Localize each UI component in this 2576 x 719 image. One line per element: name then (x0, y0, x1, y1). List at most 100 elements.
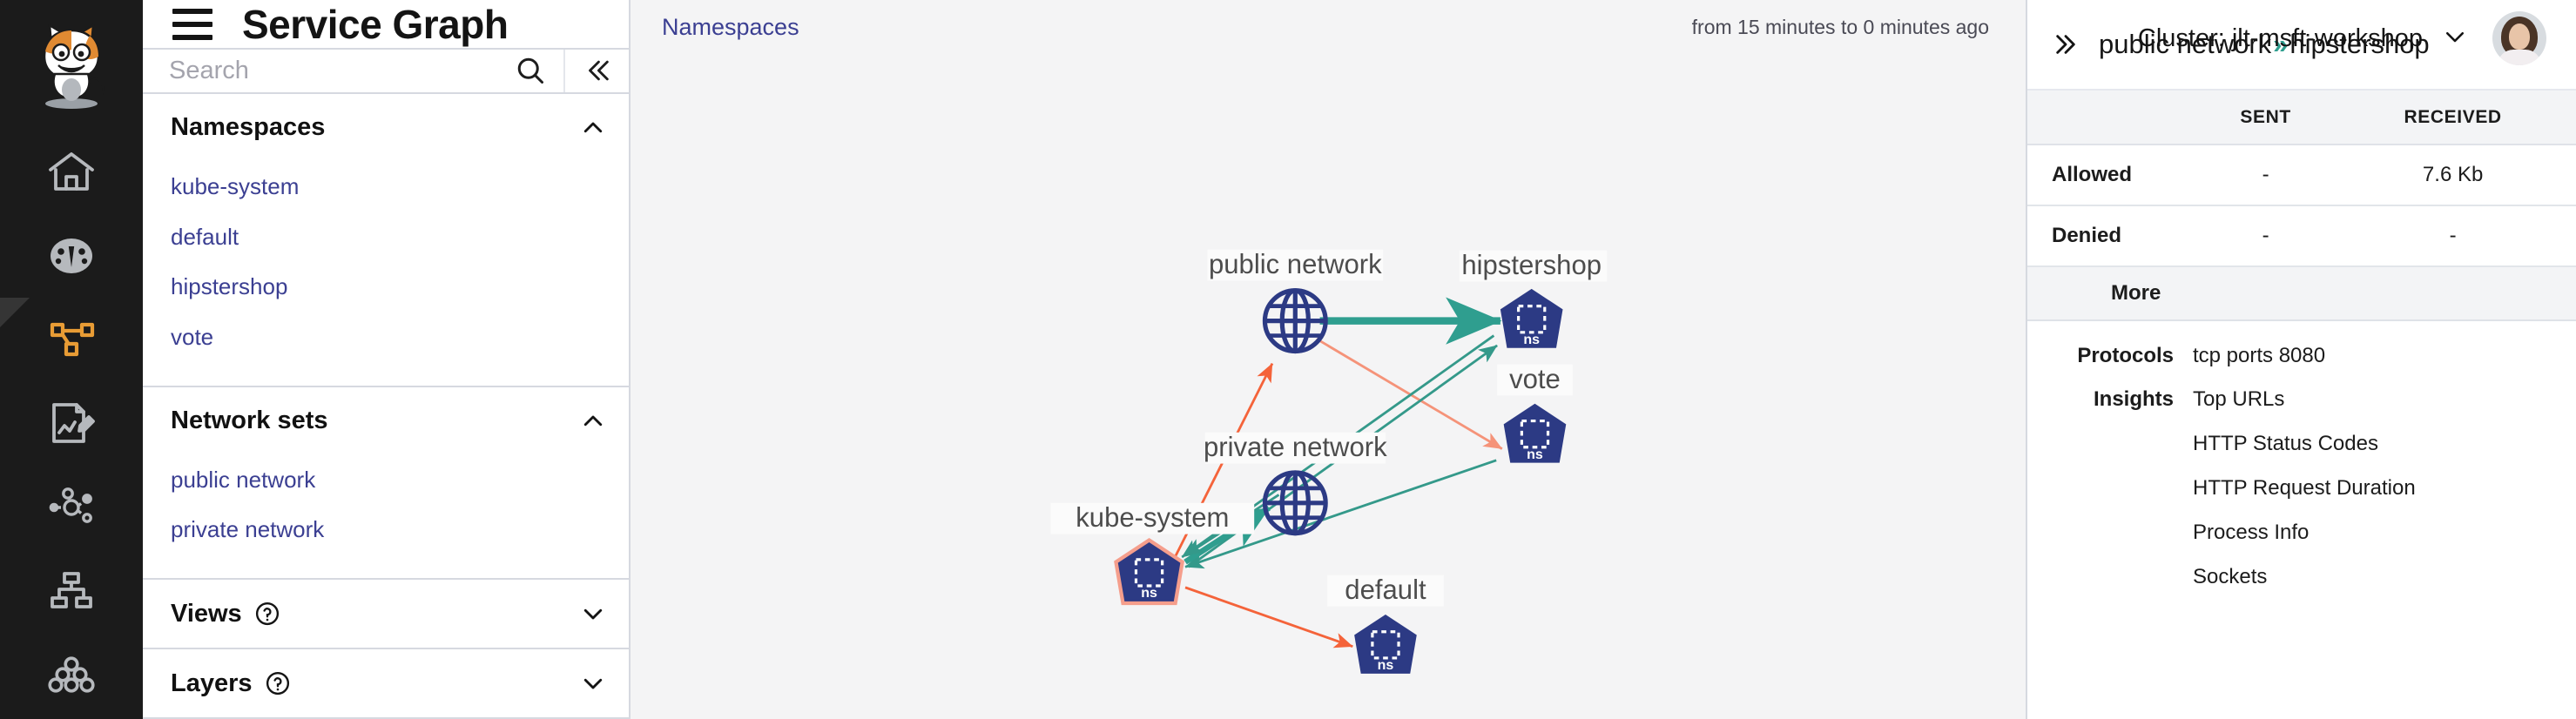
graph-node-sub-kube-system: ns (1141, 585, 1157, 601)
details-title-target: hipstershop (2289, 29, 2430, 59)
service-graph-canvas-area: Namespaces from 15 minutes to 0 minutes … (631, 0, 2026, 719)
traffic-row-allowed-sent: - (2202, 144, 2330, 206)
sidebar-section-layers: Layers (143, 649, 629, 719)
time-range-label[interactable]: from 15 minutes to 0 minutes ago (1691, 15, 1989, 38)
edge-vote-to-kube-system[interactable] (1184, 459, 1497, 569)
rail-item-home[interactable] (0, 131, 143, 214)
sidebar-item-hipstershop[interactable]: hipstershop (171, 273, 288, 300)
rail-item-policies[interactable] (0, 381, 143, 465)
insight-sockets[interactable]: Sockets (2193, 565, 2268, 588)
traffic-table: SENT RECEIVED Allowed - 7.6 Kb Denied - … (2027, 91, 2576, 267)
graph-node-sub-vote: ns (1527, 447, 1543, 462)
edge-kube-system-to-default[interactable] (1184, 586, 1353, 648)
rail-item-list (0, 131, 143, 716)
insight-http-status-codes[interactable]: HTTP Status Codes (2193, 432, 2378, 455)
sidebar-section-views-header[interactable]: Views (143, 580, 629, 648)
graph-node-default[interactable]: ns (1352, 613, 1419, 675)
protocols-label: Protocols (2077, 344, 2174, 367)
table-row: Denied - - (2027, 205, 2576, 267)
traffic-col-sent: SENT (2202, 91, 2330, 145)
chevron-down-icon[interactable] (580, 601, 606, 627)
sidebar-item-vote[interactable]: vote (171, 323, 214, 350)
sidebar-section-namespaces-header[interactable]: Namespaces (143, 94, 629, 162)
sidebar-item-public-network[interactable]: public network (171, 466, 316, 493)
sidebar-item-kube-system[interactable]: kube-system (171, 172, 300, 199)
nodes-icon (47, 485, 96, 528)
service-graph-icon (47, 318, 96, 361)
insight-process-info[interactable]: Process Info (2193, 521, 2310, 544)
app-title-bar: Service Graph (143, 0, 629, 49)
insights-label: Insights (2093, 387, 2174, 411)
chevron-up-icon[interactable] (580, 115, 606, 141)
avatar-body (2498, 50, 2541, 65)
sidebar-section-namespaces-body: kube-system default hipstershop vote (143, 162, 629, 386)
breadcrumb[interactable]: Namespaces (662, 13, 799, 40)
left-sidebar: Service Graph Namespaces (143, 0, 631, 719)
more-section-body: Protocols tcp ports 8080 Insights Top UR… (2027, 321, 2576, 608)
sidebar-section-network-sets-body: public network private network (143, 455, 629, 578)
graph-node-public-network[interactable] (1264, 291, 1325, 352)
protocols-value: tcp ports 8080 (2193, 344, 2326, 367)
sidebar-item-default[interactable]: default (171, 223, 239, 250)
cluster-label: Cluster: jlt-msft-workshop (2137, 24, 2423, 52)
graph-node-label-public-network: public network (1209, 249, 1382, 279)
graph-node-private-network[interactable] (1264, 473, 1325, 534)
help-circle-icon[interactable] (265, 670, 291, 696)
hierarchy-icon (47, 568, 96, 612)
traffic-table-head: SENT RECEIVED (2027, 91, 2576, 145)
search-box[interactable] (143, 50, 565, 92)
avatar-face (2509, 24, 2530, 50)
hamburger-icon[interactable] (172, 8, 212, 40)
sidebar-section-network-sets-header[interactable]: Network sets (143, 387, 629, 455)
traffic-row-denied-received: - (2330, 205, 2576, 267)
sidebar-item-private-network[interactable]: private network (171, 516, 325, 543)
chevron-down-icon[interactable] (2442, 24, 2468, 54)
search-icon[interactable] (497, 55, 563, 86)
top-right-header: Cluster: jlt-msft-workshop (2138, 0, 2576, 77)
insights-row: Insights Top URLs HTTP Status Codes HTTP… (2027, 387, 2576, 608)
search-input[interactable] (169, 56, 497, 85)
icon-rail (0, 0, 143, 719)
sidebar-section-network-sets-title: Network sets (171, 407, 328, 435)
rail-item-network-sets[interactable] (0, 548, 143, 632)
insight-top-urls[interactable]: Top URLs (2193, 387, 2285, 411)
chevron-double-right-icon[interactable] (2052, 30, 2080, 58)
chevron-up-icon[interactable] (580, 408, 606, 434)
rail-item-service-graph[interactable] (0, 298, 143, 381)
details-title-source: public network (2099, 29, 2272, 59)
clusters-icon (47, 652, 96, 695)
search-row (143, 48, 629, 94)
rail-item-dashboard[interactable] (0, 214, 143, 298)
graph-node-sub-hipstershop: ns (1523, 332, 1540, 347)
help-circle-icon[interactable] (254, 601, 280, 627)
rail-item-endpoints[interactable] (0, 465, 143, 548)
graph-toolbar: Namespaces from 15 minutes to 0 minutes … (631, 0, 2026, 54)
graph-canvas[interactable]: public network ns hipstershop ns vote (631, 54, 2026, 719)
sidebar-section-layers-header[interactable]: Layers (143, 649, 629, 717)
graph-node-vote[interactable]: ns (1502, 402, 1568, 465)
insight-http-request-duration[interactable]: HTTP Request Duration (2193, 476, 2416, 500)
sidebar-section-namespaces-title: Namespaces (171, 113, 326, 142)
traffic-row-denied-sent: - (2202, 205, 2330, 267)
graph-node-hipstershop[interactable]: ns (1499, 287, 1565, 350)
graph-nodes: public network ns hipstershop ns vote (1050, 249, 1608, 675)
graph-node-label-hipstershop: hipstershop (1461, 250, 1602, 280)
rail-item-managed-clusters[interactable] (0, 632, 143, 716)
insights-list: Top URLs HTTP Status Codes HTTP Request … (2193, 387, 2416, 589)
edge-public-network-to-vote[interactable] (1316, 338, 1503, 450)
graph-node-kube-system[interactable]: ns (1114, 537, 1185, 606)
details-panel: public network » hipstershop SENT RECEIV… (2026, 0, 2576, 719)
graph-node-label-kube-system: kube-system (1076, 502, 1229, 533)
chevron-double-left-icon[interactable] (565, 50, 629, 92)
sidebar-section-views: Views (143, 580, 629, 649)
gauge-icon (47, 234, 96, 278)
traffic-row-allowed-received: 7.6 Kb (2330, 144, 2576, 206)
avatar[interactable] (2492, 11, 2546, 65)
home-icon (47, 151, 96, 194)
sidebar-section-network-sets: Network sets public network private netw… (143, 387, 629, 580)
calico-cat-logo[interactable] (0, 0, 143, 131)
chevron-down-icon[interactable] (580, 670, 606, 696)
cluster-selector[interactable]: Cluster: jlt-msft-workshop (2138, 24, 2468, 54)
policies-icon (47, 401, 96, 445)
